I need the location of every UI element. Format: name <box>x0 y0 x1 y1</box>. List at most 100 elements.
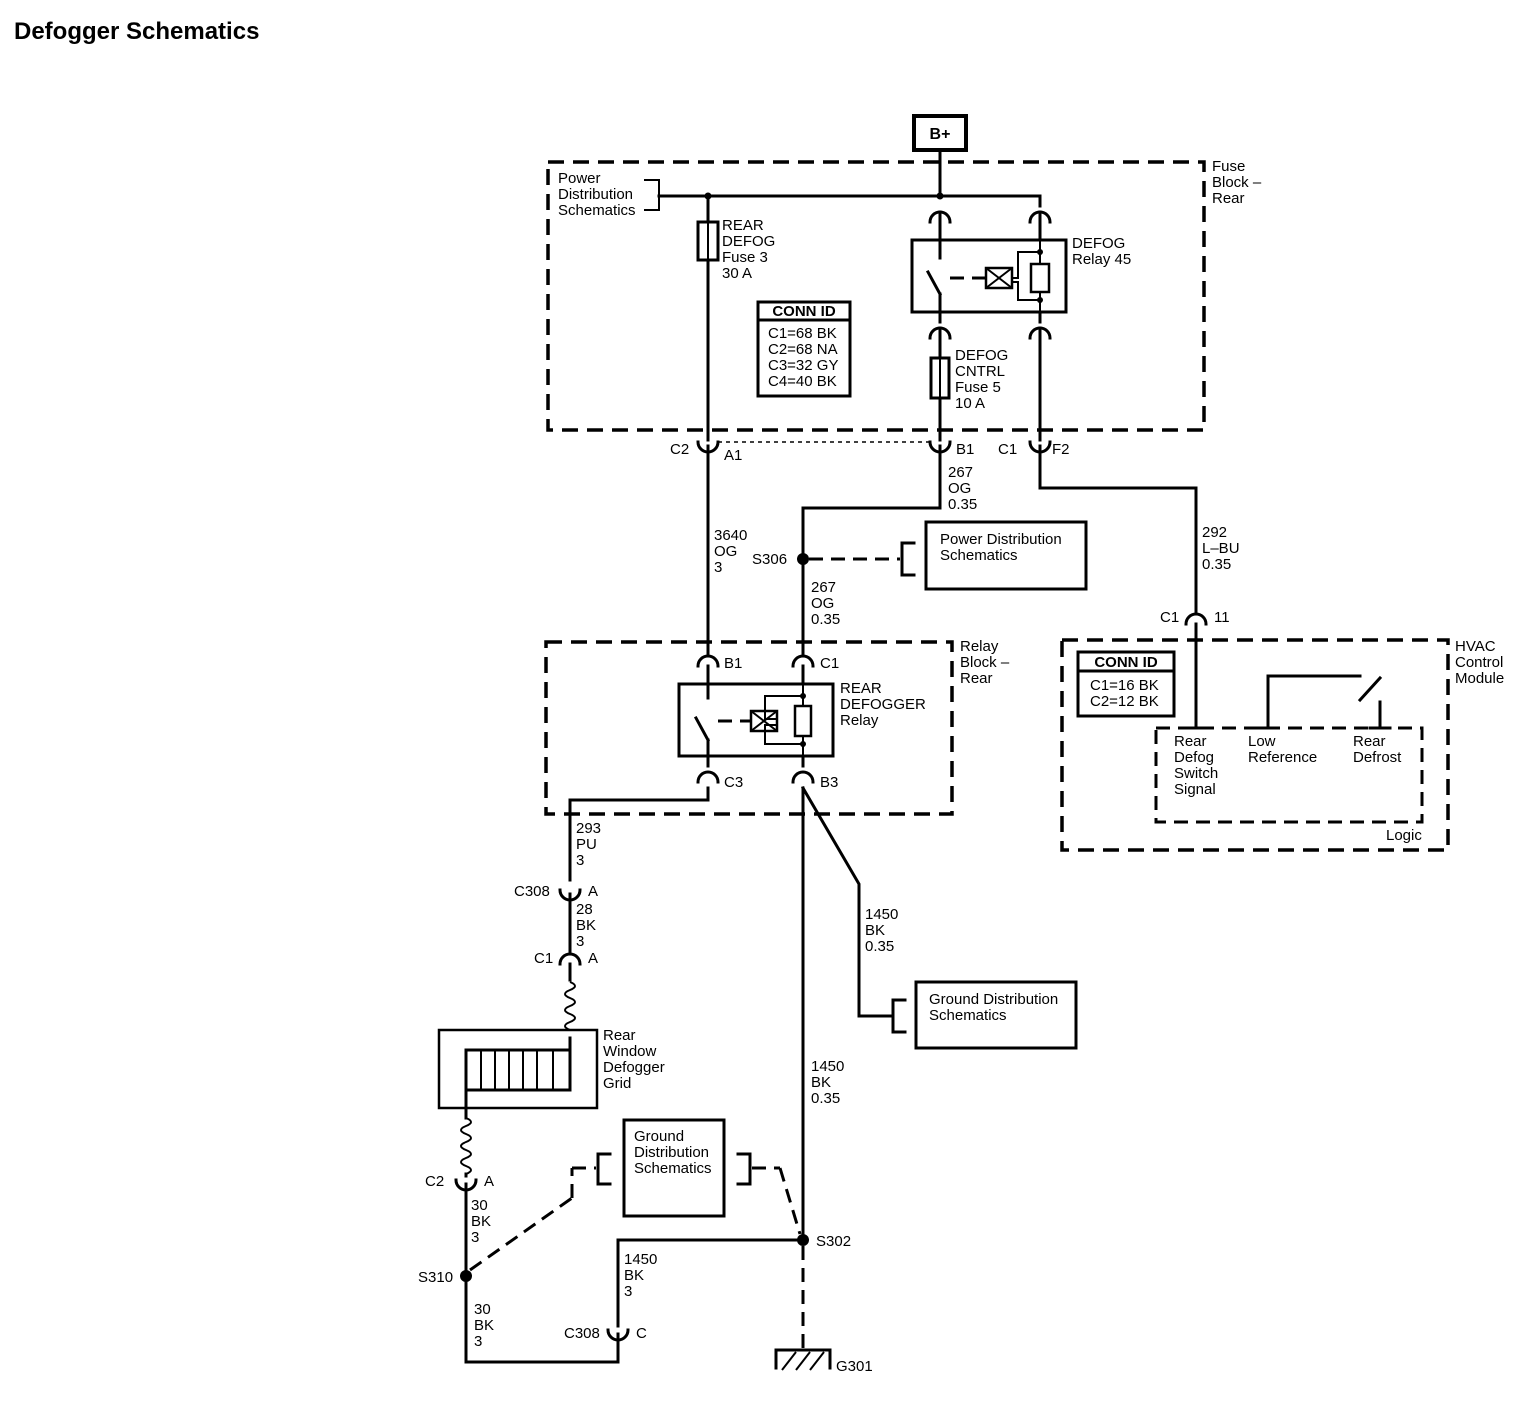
power-distribution-box: Power Distribution Schematics <box>924 520 1088 591</box>
svg-text:Distribution: Distribution <box>558 186 633 203</box>
fuse-5-label: DEFOG CNTRL Fuse 5 10 A <box>955 347 1008 412</box>
rear-defogger-relay-label: REAR DEFOGGER Relay <box>840 680 926 729</box>
wire-30-upper-label: 30 BK 3 <box>471 1197 491 1246</box>
svg-text:292: 292 <box>1202 524 1227 541</box>
conn-c308-pin-a-label: A <box>588 883 598 900</box>
svg-text:DEFOGGER: DEFOGGER <box>840 696 926 713</box>
wire-30-lower-label: 30 BK 3 <box>474 1301 494 1350</box>
svg-text:REAR: REAR <box>722 217 764 234</box>
svg-text:B+: B+ <box>930 126 951 143</box>
hvac-module-label: HVAC Control Module <box>1455 638 1504 687</box>
svg-text:Schematics: Schematics <box>929 1007 1007 1024</box>
logic-label: Logic <box>1386 827 1422 844</box>
svg-text:267: 267 <box>811 579 836 596</box>
svg-text:BK: BK <box>811 1074 831 1091</box>
relay-block-outline <box>544 640 954 816</box>
splice-s306-label: S306 <box>752 551 787 568</box>
wire-292-label: 292 L–BU 0.35 <box>1202 524 1240 573</box>
wire-267-lower-label: 267 OG 0.35 <box>811 579 840 628</box>
svg-text:1450: 1450 <box>624 1251 657 1268</box>
rear-defrost-label: Rear Defrost <box>1353 733 1402 766</box>
svg-text:3: 3 <box>714 559 722 576</box>
wire-267-upper-label: 267 OG 0.35 <box>948 464 977 513</box>
page-title: Defogger Schematics <box>14 18 260 45</box>
conn-c1-label: C1 <box>998 441 1017 458</box>
pin-a1-label: A1 <box>724 447 742 464</box>
conn-c2-grid-label: C2 <box>425 1173 444 1190</box>
svg-text:3640: 3640 <box>714 527 747 544</box>
svg-text:1450: 1450 <box>811 1058 844 1075</box>
svg-text:BK: BK <box>865 922 885 939</box>
svg-text:3: 3 <box>576 852 584 869</box>
ground-distribution-box-1: Ground Distribution Schematics <box>914 980 1078 1050</box>
svg-text:C1=16 BK: C1=16 BK <box>1090 677 1159 694</box>
svg-text:C2=12 BK: C2=12 BK <box>1090 693 1159 710</box>
svg-text:Control: Control <box>1455 654 1503 671</box>
svg-text:Block –: Block – <box>1212 174 1262 191</box>
svg-text:PU: PU <box>576 836 597 853</box>
wire-1450-middle-label: 1450 BK 0.35 <box>811 1058 844 1107</box>
svg-text:28: 28 <box>576 901 593 918</box>
svg-text:C4=40 BK: C4=40 BK <box>768 373 837 390</box>
power-distribution-ref: Power Distribution Schematics <box>558 170 660 219</box>
svg-text:Module: Module <box>1455 670 1504 687</box>
svg-text:0.35: 0.35 <box>811 1090 840 1107</box>
relay-pin-b1-label: B1 <box>724 655 742 672</box>
svg-text:CONN ID: CONN ID <box>1094 654 1158 671</box>
wire-3640-label: 3640 OG 3 <box>714 527 747 576</box>
wire-1450-lower-label: 1450 BK 3 <box>624 1251 657 1300</box>
svg-text:OG: OG <box>948 480 971 497</box>
svg-text:G301: G301 <box>836 1358 873 1375</box>
svg-text:BK: BK <box>474 1317 494 1334</box>
svg-text:Relay 45: Relay 45 <box>1072 251 1131 268</box>
svg-text:CONN ID: CONN ID <box>772 303 836 320</box>
svg-text:Ground: Ground <box>634 1128 684 1145</box>
svg-text:OG: OG <box>811 595 834 612</box>
svg-text:C1=68 BK: C1=68 BK <box>768 325 837 342</box>
svg-text:30: 30 <box>474 1301 491 1318</box>
svg-text:Window: Window <box>603 1043 657 1060</box>
svg-text:C2=68 NA: C2=68 NA <box>768 341 838 358</box>
svg-text:HVAC: HVAC <box>1455 638 1496 655</box>
defogger-grid-label: Rear Window Defogger Grid <box>603 1027 665 1092</box>
pin-f2-label: F2 <box>1052 441 1070 458</box>
conn-c1-pin-a-label: A <box>588 950 598 967</box>
rear-window-defogger-grid <box>437 1028 599 1110</box>
relay-pin-c1-label: C1 <box>820 655 839 672</box>
svg-text:Schematics: Schematics <box>558 202 636 219</box>
conn-id-hvac: CONN ID C1=16 BK C2=12 BK <box>1076 650 1176 718</box>
svg-text:Rear: Rear <box>1212 190 1245 207</box>
svg-text:Fuse: Fuse <box>1212 158 1245 175</box>
svg-text:Grid: Grid <box>603 1075 631 1092</box>
svg-text:Defog: Defog <box>1174 749 1214 766</box>
conn-c308-lower-label: C308 <box>564 1325 600 1342</box>
svg-text:Distribution: Distribution <box>634 1144 709 1161</box>
svg-text:Switch: Switch <box>1174 765 1218 782</box>
svg-text:Fuse 5: Fuse 5 <box>955 379 1001 396</box>
svg-text:0.35: 0.35 <box>948 496 977 513</box>
svg-text:0.35: 0.35 <box>1202 556 1231 573</box>
svg-text:C3=32 GY: C3=32 GY <box>768 357 838 374</box>
svg-text:BK: BK <box>624 1267 644 1284</box>
svg-text:293: 293 <box>576 820 601 837</box>
svg-text:Defrost: Defrost <box>1353 749 1402 766</box>
svg-text:Relay: Relay <box>960 638 999 655</box>
svg-text:0.35: 0.35 <box>865 938 894 955</box>
svg-text:3: 3 <box>474 1333 482 1350</box>
svg-text:Signal: Signal <box>1174 781 1216 798</box>
conn-c2-pin-a-label: A <box>484 1173 494 1190</box>
splice-s310-label: S310 <box>418 1269 453 1286</box>
svg-text:REAR: REAR <box>840 680 882 697</box>
svg-text:3: 3 <box>576 933 584 950</box>
svg-text:Relay: Relay <box>840 712 879 729</box>
svg-text:Rear: Rear <box>1174 733 1207 750</box>
svg-text:Power Distribution: Power Distribution <box>940 531 1062 548</box>
relay-45-label: DEFOG Relay 45 <box>1072 235 1131 268</box>
svg-text:DEFOG: DEFOG <box>955 347 1008 364</box>
splice-s306 <box>797 553 809 565</box>
svg-text:267: 267 <box>948 464 973 481</box>
relay-pin-c3-label: C3 <box>724 774 743 791</box>
svg-text:CNTRL: CNTRL <box>955 363 1005 380</box>
conn-c1-grid-label: C1 <box>534 950 553 967</box>
